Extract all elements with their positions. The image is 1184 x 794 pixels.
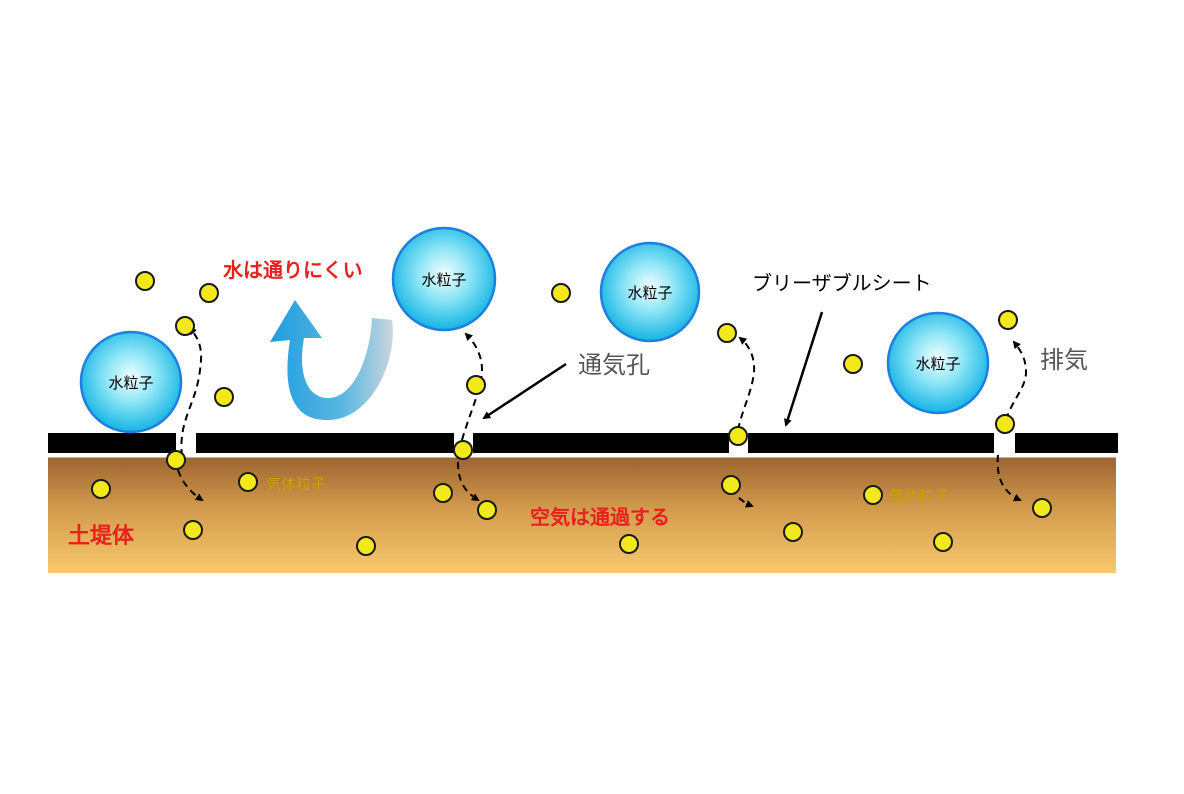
- water-particle-label: 水粒子: [627, 284, 672, 302]
- gas-particle: [783, 522, 803, 542]
- sheet-segment: [196, 433, 454, 453]
- gas-particle: [995, 414, 1015, 434]
- label-pointers: [482, 311, 824, 427]
- breathable-sheet: [48, 433, 1118, 453]
- sheet-label: ブリーザブルシート: [752, 271, 932, 295]
- gas-particle: [717, 323, 737, 343]
- water-particle: 水粒子: [391, 226, 497, 332]
- gas-particle: [863, 485, 883, 505]
- sheet-segment: [48, 433, 176, 453]
- water-particle-label: 水粒子: [108, 374, 153, 392]
- dashed-arrow-icon: [461, 332, 484, 441]
- dashed-arrow-icon: [996, 454, 1022, 502]
- water-particle-label: 水粒子: [421, 271, 466, 289]
- water-particle: 水粒子: [599, 241, 701, 343]
- air-passes-label: 空気は通過する: [530, 505, 670, 529]
- gas-particle: [933, 532, 953, 552]
- sheet-pointer: [784, 311, 824, 427]
- gas-particle: [466, 375, 486, 395]
- gas-particle: [183, 520, 203, 540]
- gas-particle: [619, 534, 639, 554]
- gas-particle: [238, 472, 258, 492]
- gas-particle: [551, 283, 571, 303]
- water-particles: 水粒子 水粒子 水粒子 水粒子: [79, 226, 990, 434]
- sheet-segment: [473, 433, 729, 453]
- gas-particle-label: 気体粒子: [266, 475, 326, 493]
- gas-particles: [91, 271, 1052, 556]
- airflow-arrows: [177, 326, 1028, 508]
- dashed-arrow-icon: [1005, 340, 1028, 421]
- sheet-segment: [748, 433, 994, 453]
- gas-particle: [356, 536, 376, 556]
- gas-particle: [1032, 498, 1052, 518]
- curved-up-arrow-icon: [270, 300, 393, 421]
- gas-particle: [135, 271, 155, 291]
- dashed-arrow-icon: [457, 461, 480, 502]
- gas-particle: [166, 450, 186, 470]
- water-particle-label: 水粒子: [915, 355, 960, 373]
- gas-particle: [728, 426, 748, 446]
- gas-particle: [214, 387, 234, 407]
- water-blocked-label: 水は通りにくい: [223, 258, 363, 282]
- water-particle: 水粒子: [79, 330, 183, 434]
- gas-particle: [433, 483, 453, 503]
- vent-hole-pointer: [482, 362, 567, 420]
- gas-particle: [843, 354, 863, 374]
- dashed-arrow-icon: [737, 336, 756, 431]
- embankment-label: 土堤体: [68, 524, 135, 549]
- dashed-arrow-icon: [177, 469, 204, 502]
- gas-particle: [721, 475, 741, 495]
- exhaust-label: 排気: [1040, 346, 1088, 374]
- gas-particle: [175, 316, 195, 336]
- vent-hole-label: 通気孔: [578, 351, 650, 379]
- gas-particle: [199, 283, 219, 303]
- sheet-segment: [1015, 433, 1118, 453]
- gas-particle-label: 気体粒子: [889, 487, 949, 505]
- water-particle: 水粒子: [886, 311, 990, 415]
- gas-particle: [998, 310, 1018, 330]
- dashed-arrow-icon: [180, 326, 203, 457]
- gas-particle: [477, 500, 497, 520]
- soil-embankment: [48, 455, 1116, 573]
- gas-particle: [453, 440, 473, 460]
- gas-particle: [91, 479, 111, 499]
